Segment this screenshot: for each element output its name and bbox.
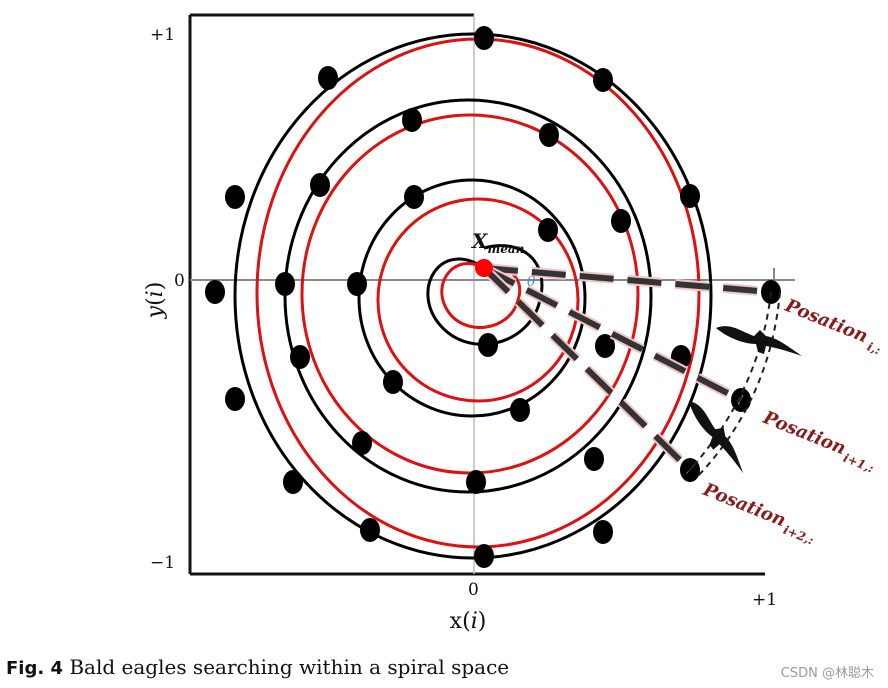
eagle-icon bbox=[716, 326, 802, 356]
y-axis-label-arg: i bbox=[143, 290, 168, 297]
position-label-2-sub: i+1,: bbox=[841, 451, 876, 476]
trajectory-dashes bbox=[689, 291, 781, 477]
plot-frame bbox=[188, 13, 765, 576]
eagle-positions bbox=[205, 26, 781, 568]
center-label-base: X bbox=[470, 229, 489, 253]
position-label-1-base: Posation bbox=[781, 295, 871, 347]
position-label-1: Posationi,: bbox=[780, 295, 887, 358]
spiral-inner-red bbox=[440, 262, 522, 330]
position-label-3-base: Posation bbox=[699, 479, 789, 531]
position-label-3-sub: i+2,: bbox=[781, 523, 816, 548]
ring-black-3 bbox=[283, 98, 653, 494]
eagle-icon bbox=[688, 400, 744, 474]
figure-caption-text: Bald eagles searching within a spiral sp… bbox=[62, 655, 510, 679]
x-axis-label-arg: i bbox=[471, 609, 478, 634]
center-label: Xmean bbox=[470, 229, 524, 256]
theta-symbol: θ bbox=[527, 274, 536, 290]
y-tick-bottom: −1 bbox=[150, 553, 175, 573]
figure-caption: Fig. 4 Bald eagles searching within a sp… bbox=[6, 655, 509, 679]
position-rays bbox=[480, 263, 772, 474]
watermark: CSDN @林聪木 bbox=[780, 666, 874, 681]
position-label-1-sub: i,: bbox=[865, 339, 882, 357]
position-label-2: Posationi+1,: bbox=[758, 407, 880, 476]
position-label-3: Posationi+2,: bbox=[698, 479, 820, 548]
x-axis-label: x(i) bbox=[450, 609, 487, 634]
center-label-sub: mean bbox=[488, 242, 525, 256]
y-axis-label: y(i) bbox=[143, 282, 168, 320]
y-tick-top: +1 bbox=[150, 25, 175, 45]
figure-number: Fig. 4 bbox=[6, 658, 63, 679]
position-label-2-base: Posation bbox=[759, 407, 849, 459]
ring-black-4 bbox=[233, 32, 713, 560]
y-axis-label-var: y bbox=[143, 305, 168, 319]
ring-black-2 bbox=[357, 178, 587, 418]
center-mean-dot bbox=[475, 259, 493, 277]
x-tick-one: +1 bbox=[752, 590, 777, 610]
ring-red-2 bbox=[376, 197, 580, 403]
x-axis-label-var: x bbox=[450, 609, 463, 634]
x-tick-zero: 0 bbox=[468, 580, 479, 600]
y-tick-mid: 0 bbox=[174, 271, 185, 291]
